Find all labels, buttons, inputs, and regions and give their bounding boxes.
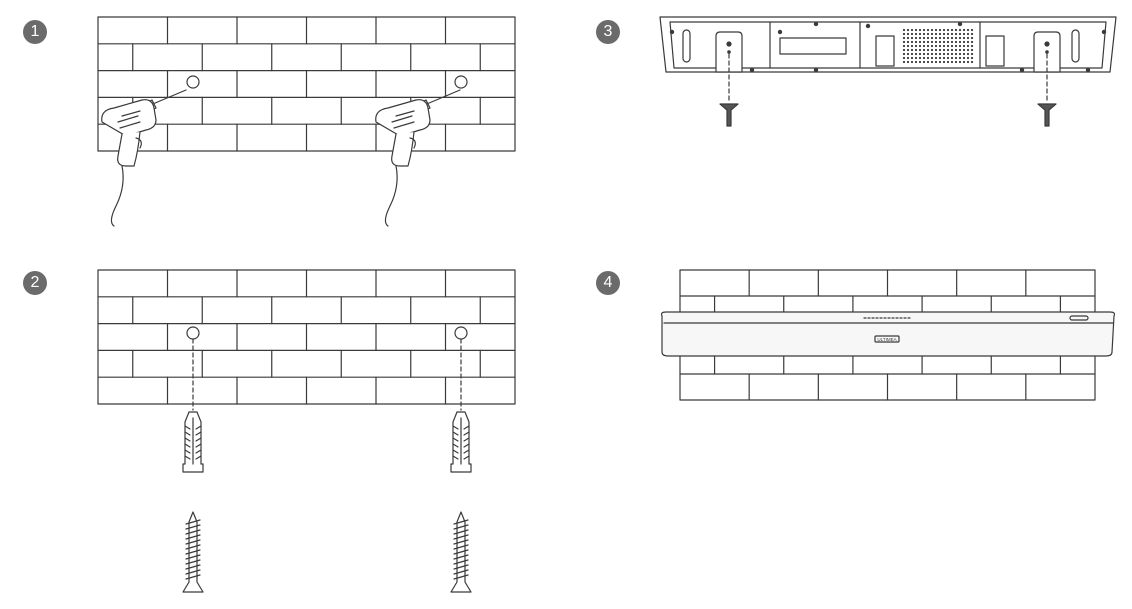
step-4-illustration: ULTIMEA (660, 269, 1116, 401)
step-2-illustration (97, 269, 516, 593)
screw-icon (719, 103, 739, 127)
speaker-vent (902, 28, 974, 64)
bracket-icon (715, 31, 743, 73)
screw-icon (1037, 103, 1057, 127)
drill-icon (101, 89, 187, 227)
step-3-illustration (659, 16, 1117, 127)
soundbar-brand: ULTIMEA (877, 337, 896, 342)
bracket-icon (1033, 31, 1061, 73)
wall-anchor-icon (182, 411, 204, 473)
step-2-badge: 2 (23, 271, 47, 295)
screw-icon (182, 511, 204, 593)
step-4-badge: 4 (596, 271, 620, 295)
brick-wall (97, 269, 516, 405)
soundbar-back (659, 16, 1117, 73)
wall-anchor-icon (450, 411, 472, 473)
step-1-badge: 1 (23, 20, 47, 44)
step-1-illustration (97, 16, 516, 227)
drill-icon (375, 89, 461, 227)
soundbar-icon (660, 311, 1116, 357)
step-3-badge: 3 (596, 20, 620, 44)
screw-icon (450, 511, 472, 593)
drill-hole-right (454, 75, 468, 89)
drill-hole-left (186, 75, 200, 89)
brick-wall (97, 16, 516, 152)
